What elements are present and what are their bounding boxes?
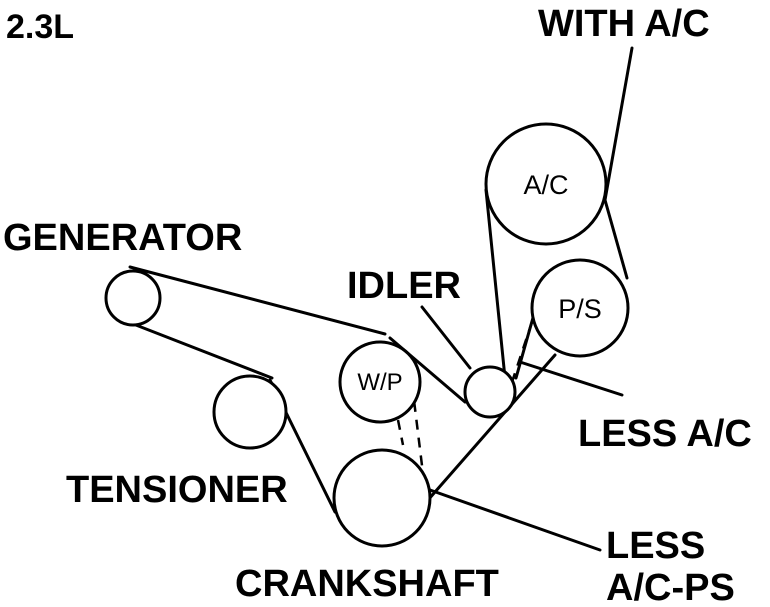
- crankshaft-pulley: [332, 448, 432, 548]
- tensioner-pulley: [212, 374, 288, 450]
- less-ac-ps-label-line1: LESS: [606, 525, 705, 567]
- ac-pulley: [484, 122, 608, 246]
- belt-idler-to-ac: [484, 188, 507, 380]
- ac-pulley-label: A/C: [523, 170, 568, 200]
- leader-less-ac-ps: [428, 488, 602, 552]
- crankshaft-label: CRANKSHAFT: [235, 563, 499, 605]
- wp-pulley: [338, 340, 422, 424]
- wp-pulley-label: W/P: [357, 369, 402, 396]
- leader-idler: [420, 305, 472, 370]
- less-ac-ps-label-line2: A/C-PS: [606, 567, 735, 607]
- leader-less-ac: [518, 360, 624, 397]
- leader-with-ac: [603, 46, 634, 202]
- belt-crank-to-ps: [426, 353, 557, 502]
- dashed-wp-alt: [396, 419, 405, 446]
- ps-pulley-label: P/S: [558, 294, 602, 324]
- belt-generator-to-tensioner: [121, 318, 274, 380]
- with-ac-label: WITH A/C: [538, 3, 710, 45]
- ps-pulley: [530, 258, 630, 358]
- belt-ac-to-ps: [603, 198, 629, 280]
- idler-pulley: [463, 365, 517, 419]
- engine-label: 2.3L: [6, 8, 74, 46]
- generator-pulley: [104, 269, 162, 327]
- idler-label: IDLER: [347, 265, 461, 307]
- less-ac-label: LESS A/C: [578, 413, 752, 455]
- generator-label: GENERATOR: [3, 217, 242, 259]
- belt-generator-to-wp: [128, 265, 387, 336]
- tensioner-label: TENSIONER: [66, 469, 288, 511]
